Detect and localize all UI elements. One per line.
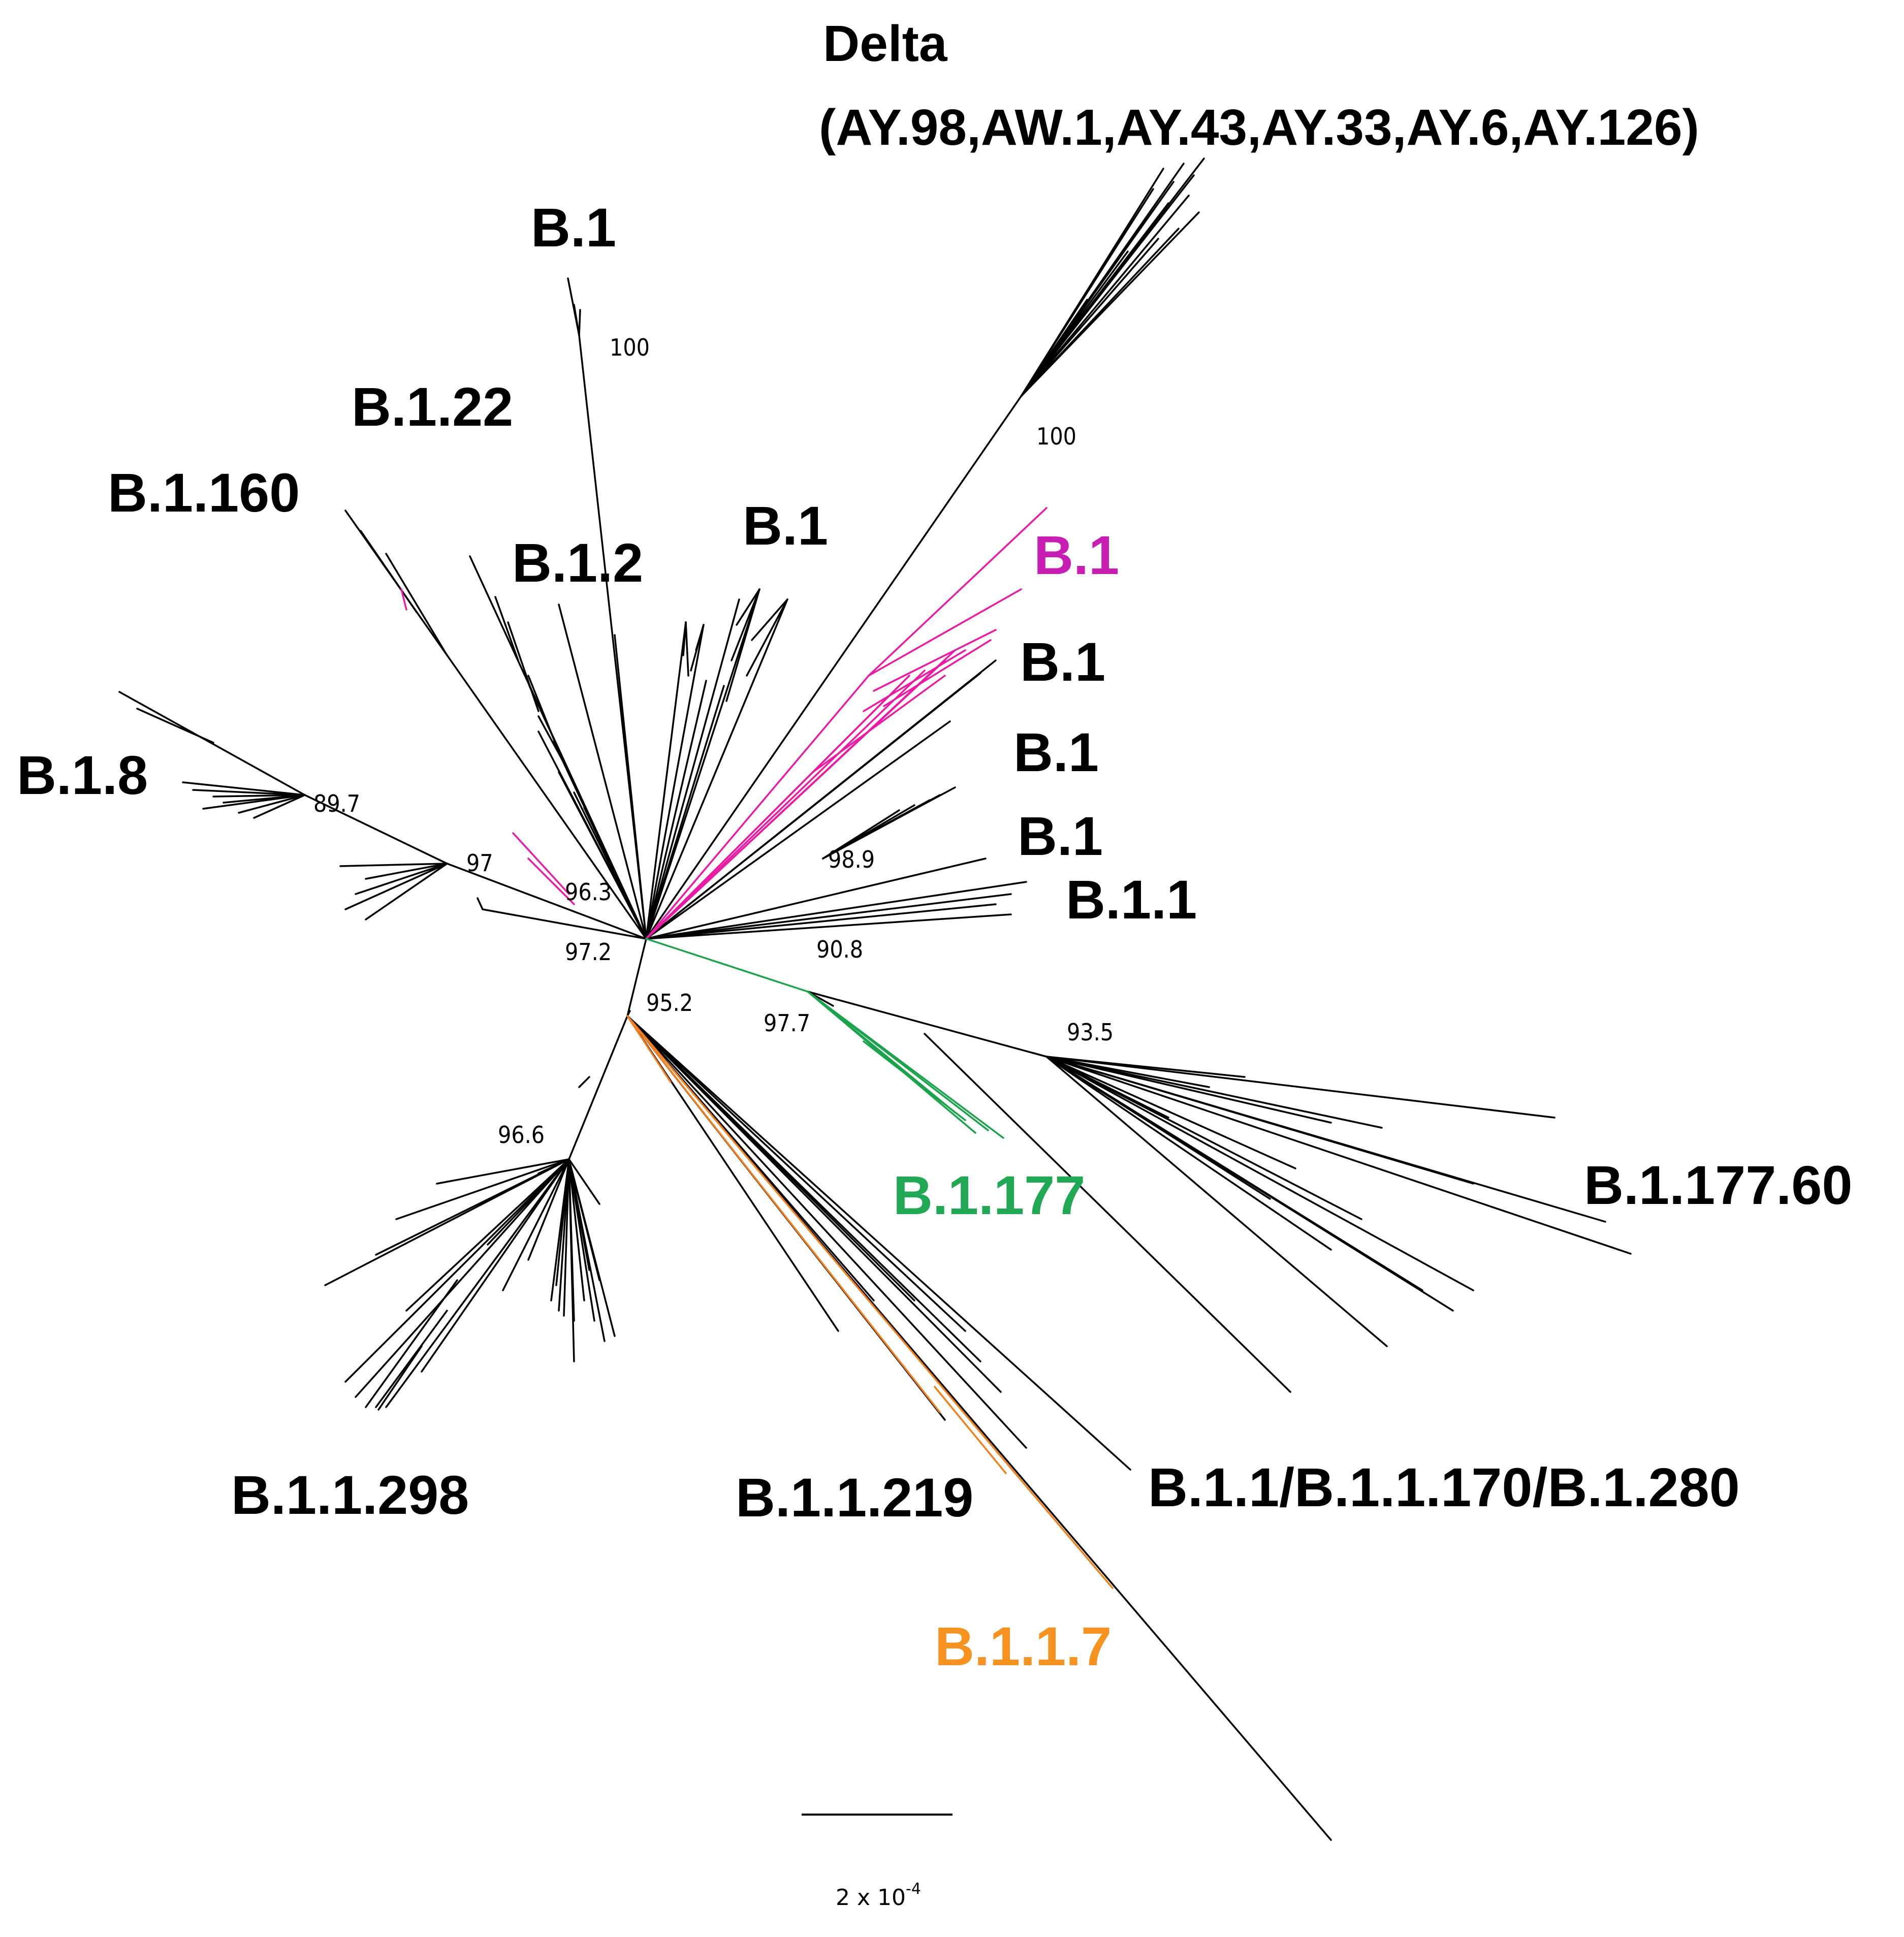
label-b1-1-219: B.1.1.219 [736,1467,973,1528]
label-b1-mid: B.1 [743,495,828,556]
support-90-8: 90.8 [816,936,863,963]
clade-labels: Delta (AY.98,AW.1,AY.43,AY.33,AY.6,AY.12… [17,15,1852,1677]
branches-upper [118,157,1205,940]
support-values: 100 100 89.7 97 96.3 97.2 98.9 90.8 95.2… [313,334,1114,1149]
label-delta-lineages: (AY.98,AW.1,AY.43,AY.33,AY.6,AY.126) [819,99,1699,156]
label-b1-2: B.1.2 [512,532,643,593]
branches-orange-b117 [626,1015,1114,1589]
label-b1-1: B.1.1 [1066,869,1197,930]
support-93-5: 93.5 [1067,1019,1114,1046]
support-95-2: 95.2 [646,989,693,1017]
label-b1-1-7: B.1.1.7 [935,1615,1112,1677]
support-89-7: 89.7 [313,790,360,817]
label-b1-1-170-280: B.1.1/B.1.1.170/B.1.280 [1148,1456,1740,1518]
label-b1-pink: B.1 [1034,524,1119,586]
scale-bar: 2 x 10-4 [802,1814,953,1911]
label-b1-22: B.1.22 [352,376,513,437]
branches-pink-b1 [400,507,1048,940]
support-96-6: 96.6 [498,1121,545,1149]
support-97-2: 97.2 [565,938,612,966]
support-100-delta: 100 [1036,423,1076,450]
support-98-9: 98.9 [828,846,875,873]
label-b1-160: B.1.160 [108,462,300,523]
branches-green-b1177 [645,938,1004,1139]
label-b1-right-1: B.1 [1020,631,1105,692]
label-b1-177: B.1.177 [893,1164,1085,1226]
support-97-7: 97.7 [764,1009,810,1037]
label-b1-top: B.1 [531,197,616,258]
label-b1-8: B.1.8 [17,744,148,806]
branches-lower [324,938,1632,1841]
label-b1-1-298: B.1.1.298 [231,1464,469,1526]
label-b1-right-3: B.1 [1018,805,1103,867]
support-97: 97 [466,849,493,877]
label-b1-right-2: B.1 [1013,721,1099,783]
scale-bar-base: 2 x 10 [836,1885,906,1911]
scale-bar-exponent: -4 [906,1880,921,1898]
label-b1-177-60: B.1.177.60 [1584,1154,1852,1216]
label-delta: Delta [823,15,948,72]
scale-bar-label: 2 x 10-4 [836,1880,921,1911]
support-96-3: 96.3 [565,878,612,906]
support-100-top: 100 [610,334,650,361]
